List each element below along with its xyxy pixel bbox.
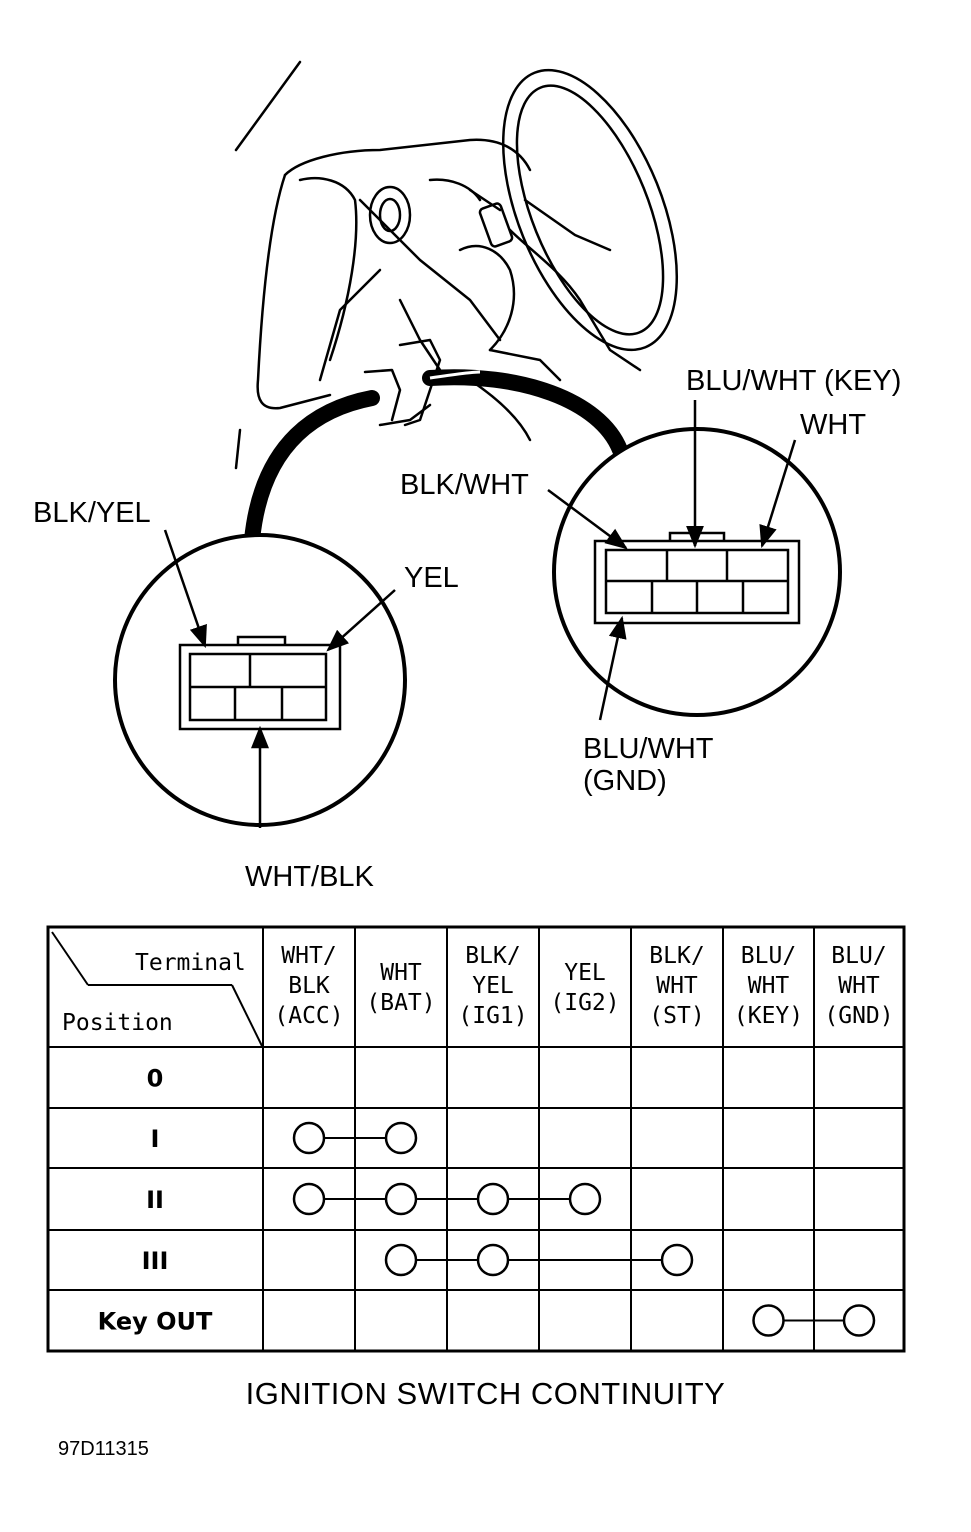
column-header-2-line1: WHT (380, 960, 422, 986)
continuity-terminal-dot (568, 1182, 602, 1216)
right-connector-detail: BLK/WHT BLU/WHT (KEY) WHT BLU/WHT (GND) (400, 365, 901, 797)
row-position-label: III (142, 1247, 169, 1275)
column-header-7-line1: BLU/ (831, 943, 886, 969)
steering-column-illustration (234, 60, 679, 470)
label-blu-wht-key: BLU/WHT (KEY) (686, 365, 901, 397)
continuity-terminal-dot (842, 1304, 876, 1337)
column-header-3-line1: BLK/ (465, 943, 520, 969)
continuity-terminal-dot (384, 1182, 418, 1216)
column-header-5-line1: BLK/ (649, 943, 704, 969)
corner-terminal: Terminal (135, 950, 246, 976)
figure-caption: IGNITION SWITCH CONTINUITY (245, 1376, 726, 1411)
continuity-terminal-dot (660, 1243, 694, 1277)
column-header-5-line3: (ST) (649, 1003, 704, 1029)
column-header-5-line2: WHT (656, 973, 698, 999)
table-grid (48, 927, 904, 1351)
row-position-label: 0 (147, 1065, 164, 1093)
continuity-terminal-dot (292, 1182, 326, 1216)
label-blu-wht-gnd-line2: (GND) (583, 765, 667, 797)
label-yel: YEL (404, 562, 459, 594)
continuity-terminal-dot (752, 1304, 785, 1337)
label-blu-wht-gnd-line1: BLU/WHT (583, 733, 714, 765)
column-header-2-line2: (BAT) (366, 990, 435, 1016)
column-header-4-line1: YEL (564, 960, 606, 986)
table-border (46, 925, 906, 1353)
column-header-6-line3: (KEY) (734, 1003, 803, 1029)
column-header-3-line2: YEL (472, 973, 514, 999)
corner-diagonal-1 (51, 931, 89, 986)
label-blk-wht: BLK/WHT (400, 469, 529, 501)
column-header-6-line1: BLU/ (741, 943, 796, 969)
figure-id: 97D11315 (58, 1438, 149, 1460)
row-position-label: Key OUT (98, 1308, 213, 1336)
column-header-1-line2: BLK (288, 973, 330, 999)
label-wht-blk: WHT/BLK (245, 861, 375, 893)
column-header-1-line1: WHT/ (281, 943, 336, 969)
row-position-label: II (146, 1186, 164, 1214)
corner-position: Position (62, 1010, 173, 1036)
column-header-6-line2: WHT (748, 973, 790, 999)
continuity-terminal-dot (476, 1182, 510, 1216)
continuity-table: Terminal Position WHT/BLK (ACC) WHT (BAT) BL… (46, 925, 906, 1353)
left-connector-detail: BLK/YEL YEL WHT/BLK (33, 497, 459, 893)
right-connector-circle (552, 427, 842, 717)
column-header-3-line3: (IG1) (458, 1003, 527, 1029)
continuity-marks (292, 1121, 876, 1337)
continuity-terminal-dot (292, 1121, 326, 1155)
continuity-terminal-dot (384, 1121, 418, 1155)
corner-diagonal-3 (231, 984, 263, 1047)
column-header-4-line2: (IG2) (550, 990, 619, 1016)
column-headers: WHT/BLK (ACC) WHT (BAT) BLK/YEL (IG1) YEL (IG2)… (274, 943, 893, 1029)
column-header-1-line3: (ACC) (274, 1003, 343, 1029)
column-header-7-line2: WHT (838, 973, 880, 999)
continuity-terminal-dot (384, 1243, 418, 1277)
label-blk-yel: BLK/YEL (33, 497, 151, 529)
column-header-7-line3: (GND) (824, 1003, 893, 1029)
label-wht: WHT (800, 409, 866, 441)
wiring-harness (244, 369, 628, 548)
continuity-terminal-dot (476, 1243, 510, 1277)
row-position-label: I (151, 1125, 160, 1153)
